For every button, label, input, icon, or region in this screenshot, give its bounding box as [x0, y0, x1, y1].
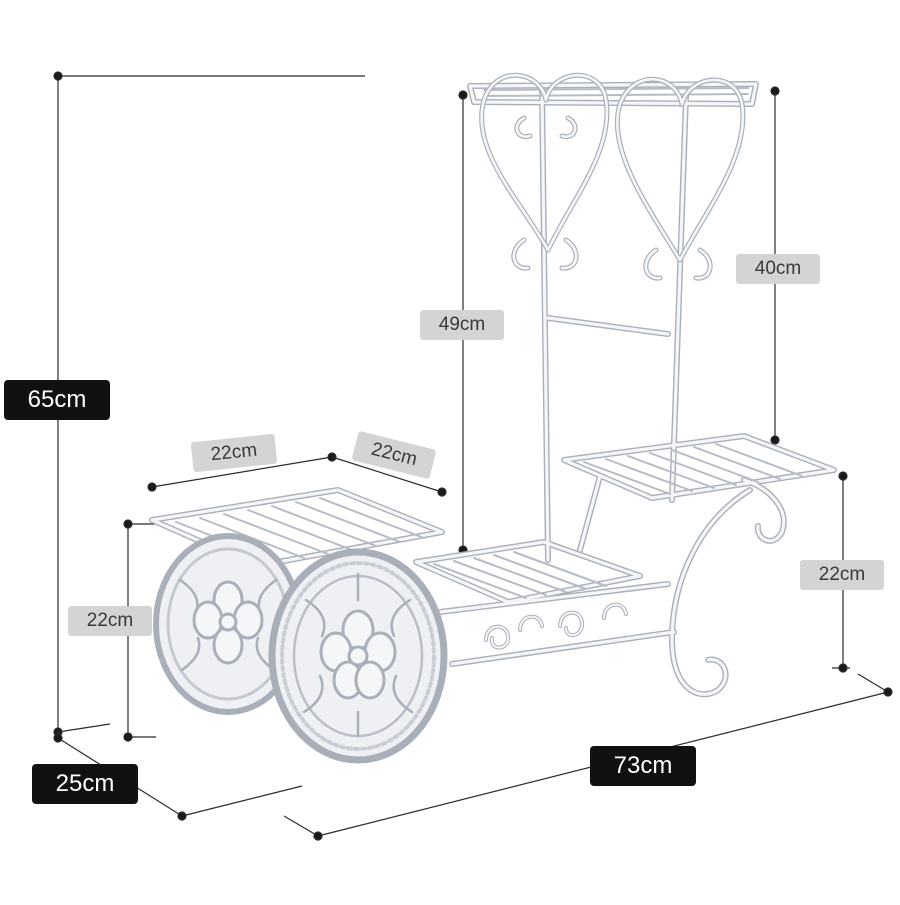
front-wheel [268, 548, 448, 764]
depth-label: 25cm [32, 764, 138, 804]
middle-height-label: 49cm [420, 310, 504, 340]
dimension-lines [53, 71, 893, 841]
total-width-label: 73cm [590, 746, 696, 786]
plant-stand [149, 72, 837, 764]
rear-wheel [153, 533, 303, 715]
side-shelf-height-label: 22cm [800, 560, 884, 590]
front-shelf-height-label: 22cm [68, 606, 152, 636]
top-to-side-shelf-label: 40cm [736, 254, 820, 284]
total-height-label: 65cm [4, 380, 110, 420]
